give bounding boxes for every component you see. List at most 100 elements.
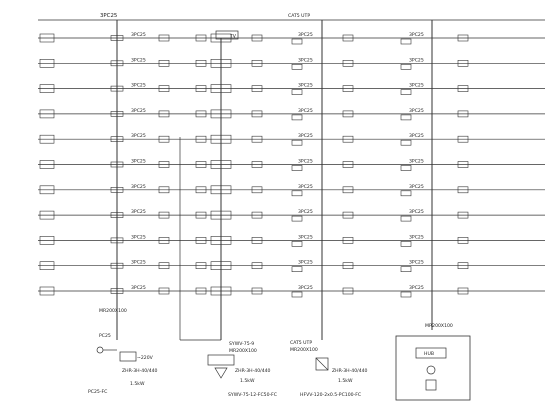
col2-row-outlet [251, 59, 263, 67]
col1-bottom-label: PC25-FC [88, 389, 107, 395]
col2-row-outlet [251, 85, 263, 92]
col1-row-socket-box [158, 287, 170, 295]
col1-row-socket-box [158, 262, 170, 270]
floor-switch-box [39, 261, 55, 271]
col3-row-box-left [291, 38, 303, 45]
col2-note1: ZHR-3H-40/440 [235, 368, 271, 374]
col2-row-splitter [195, 186, 207, 194]
col2-row-splitter [195, 135, 207, 143]
col3-row-box-left [291, 165, 303, 171]
col4-row-box-left [400, 291, 412, 298]
col3-row-box-right [342, 161, 354, 168]
col2-row-outlet [251, 237, 263, 244]
col2-row-splitter [195, 237, 207, 244]
floor-switch-box [39, 109, 55, 119]
col3-riser-label: CAT5 UTP [290, 340, 312, 346]
col4-row-box-right [457, 135, 469, 143]
col1-top-label: 3PC25 [100, 13, 117, 19]
col1-row-label: 3PC25 [131, 32, 146, 38]
col2-riser-label: SYWV-75-9 [229, 341, 254, 347]
floor-switch-box [39, 286, 55, 296]
tv-amp-box [215, 30, 239, 40]
col2-row-splitter [195, 211, 207, 219]
col3-row-box-right [342, 237, 354, 244]
col3-top-label: CAT5 UTP [288, 13, 310, 19]
col2-bottom-label: SYWV-75-12-FC50-FC [228, 392, 277, 398]
col4-row-label: 3PC25 [409, 108, 424, 114]
floor-switch-box [39, 236, 55, 245]
col3-row-box-left [291, 291, 303, 298]
col4-row-box-left [400, 266, 412, 273]
floor-switch-box [39, 210, 55, 220]
col3-riser-label2: MR200X100 [290, 347, 318, 353]
col1-row-label: 3PC25 [131, 133, 146, 139]
col4-row-box-right [457, 34, 469, 42]
col1-row-label: 3PC25 [131, 260, 146, 266]
col3-row-box-left [291, 266, 303, 273]
col1-row-label: 3PC25 [131, 159, 146, 165]
col3-row-label: 3PC25 [298, 133, 313, 139]
col3-row-label: 3PC25 [298, 234, 313, 240]
col4-row-label: 3PC25 [409, 260, 424, 266]
col3-row-label: 3PC25 [298, 184, 313, 190]
hub-box [415, 347, 447, 359]
col2-row-outlet [251, 161, 263, 168]
col3-note1: ZHR-3H-40/440 [332, 368, 368, 374]
col3-row-box-left [291, 215, 303, 222]
col3-row-label: 3PC25 [298, 159, 313, 165]
col1-row-label: 3PC25 [131, 108, 146, 114]
col3-row-label: 3PC25 [298, 57, 313, 63]
col2-row-splitter [195, 34, 207, 42]
col4-row-box-left [400, 64, 412, 70]
col2-row-outlet [251, 211, 263, 219]
col2-row-splitter [195, 262, 207, 270]
col1-row-socket-box [158, 59, 170, 67]
col4-row-box-right [457, 161, 469, 168]
col4-row-label: 3PC25 [409, 83, 424, 89]
col3-note2: 1.5kW [338, 378, 353, 384]
col1-row-label: 3PC25 [131, 57, 146, 63]
col4-riser-label: MR200X100 [425, 323, 453, 329]
col2-note2: 1.5kW [240, 378, 255, 384]
col4-row-box-right [457, 110, 469, 118]
riser-column-power: 3PC25 MR200X100 PC25 ~220V ZHR-3H-40/440… [88, 13, 158, 395]
col3-row-box-left [291, 89, 303, 95]
col4-row-box-left [400, 38, 412, 45]
power-box [119, 351, 137, 362]
col4-row-box-right [457, 85, 469, 92]
col3-row-box-right [342, 211, 354, 219]
col2-row-outlet [251, 262, 263, 270]
col4-row-box-left [400, 165, 412, 171]
col1-row-socket-box [158, 135, 170, 143]
floor-switch-box [39, 134, 55, 144]
col1-note2: 1.5kW [130, 381, 145, 387]
riser-column-tv: TV SYWV-75-9 MR200X100 ZHR-3H-40/440 1.5… [179, 30, 277, 398]
col2-row-outlet [251, 34, 263, 42]
col2-row-outlet [251, 287, 263, 295]
col3-row-box-left [291, 241, 303, 247]
col3-row-box-right [342, 186, 354, 194]
col2-top-label: TV [229, 34, 237, 40]
col1-riser-label2: PC25 [99, 333, 111, 339]
floor-switch-box [39, 33, 55, 43]
col3-row-box-right [342, 59, 354, 67]
data-cabinet [315, 357, 329, 371]
col3-row-box-left [291, 114, 303, 121]
col4-row-box-left [400, 114, 412, 121]
col2-row-outlet [251, 110, 263, 118]
col1-row-socket-box [158, 211, 170, 219]
col3-row-box-left [291, 190, 303, 197]
col4-row-label: 3PC25 [409, 159, 424, 165]
col3-row-label: 3PC25 [298, 83, 313, 89]
floor-switch-box [39, 185, 55, 195]
col2-row-splitter [195, 287, 207, 295]
col2-row-splitter [195, 161, 207, 168]
col3-row-label: 3PC25 [298, 209, 313, 215]
col3-row-box-right [342, 135, 354, 143]
col4-row-label: 3PC25 [409, 184, 424, 190]
col3-row-box-right [342, 110, 354, 118]
patch-panel [425, 379, 437, 391]
col3-bottom-label: HFVV-120-2x0.5-PC100-FC [300, 392, 361, 398]
col3-row-box-right [342, 262, 354, 270]
col4-row-label: 3PC25 [409, 209, 424, 215]
